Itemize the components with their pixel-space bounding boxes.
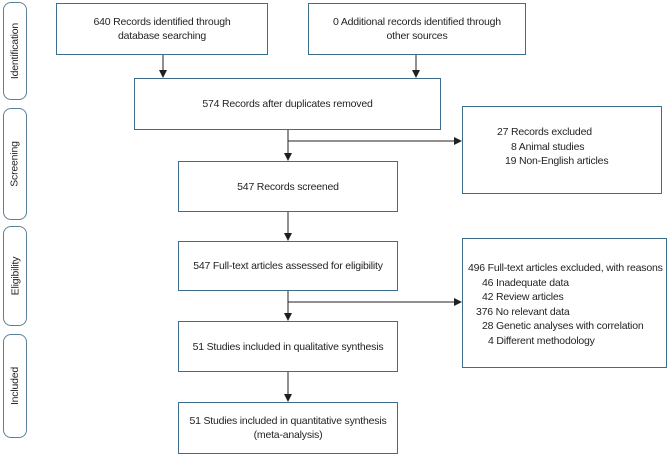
phase-eligibility: Eligibility <box>3 226 27 326</box>
quantitative-synthesis-box: 51 Studies included in quantitative synt… <box>178 402 398 454</box>
fulltext-excluded-item: 28 Genetic analyses with correlation <box>482 320 644 333</box>
quantitative-synthesis-line1: 51 Studies included in quantitative synt… <box>189 415 387 427</box>
quantitative-synthesis-line2: (meta-analysis) <box>253 429 323 441</box>
phase-screening: Screening <box>3 108 27 220</box>
records-excluded-item: 19 Non-English articles <box>505 155 609 168</box>
fulltext-excluded-item: 42 Review articles <box>482 291 564 304</box>
after-duplicates-text: 574 Records after duplicates removed <box>202 98 373 110</box>
phase-eligibility-label: Eligibility <box>9 256 21 296</box>
database-records-box: 640 Records identified through database … <box>56 3 268 55</box>
fulltext-assessed-text: 547 Full-text articles assessed for elig… <box>193 260 383 272</box>
fulltext-excluded-item: 4 Different methodology <box>488 334 595 347</box>
other-records-line1: 0 Additional records identified through <box>333 16 501 28</box>
phase-screening-label: Screening <box>9 141 22 187</box>
records-excluded-box: 27 Records excluded 8 Animal studies 19 … <box>462 106 662 194</box>
other-records-box: 0 Additional records identified through … <box>308 3 526 55</box>
records-screened-text: 547 Records screened <box>237 180 339 193</box>
other-records-line2: other sources <box>386 30 448 42</box>
after-duplicates-box: 574 Records after duplicates removed <box>134 78 441 130</box>
records-excluded-item: 8 Animal studies <box>511 140 585 153</box>
fulltext-excluded-item: 376 No relevant data <box>476 305 570 318</box>
qualitative-synthesis-box: 51 Studies included in qualitative synth… <box>178 321 398 372</box>
fulltext-excluded-box: 496 Full-text articles excluded, with re… <box>462 238 667 368</box>
phase-identification-label: Identification <box>9 22 21 80</box>
phase-included: Included <box>3 334 27 438</box>
records-screened-box: 547 Records screened <box>178 161 398 212</box>
database-records-line2: database searching <box>117 30 207 42</box>
fulltext-excluded-title: 496 Full-text articles excluded, with re… <box>468 262 663 274</box>
fulltext-assessed-box: 547 Full-text articles assessed for elig… <box>178 241 398 291</box>
phase-included-label: Included <box>9 366 22 406</box>
database-records-line1: 640 Records identified through <box>93 16 231 28</box>
records-excluded-title: 27 Records excluded <box>497 126 592 138</box>
qualitative-synthesis-text: 51 Studies included in qualitative synth… <box>192 340 384 353</box>
phase-identification: Identification <box>3 2 27 100</box>
fulltext-excluded-item: 46 Inadequate data <box>482 276 569 289</box>
